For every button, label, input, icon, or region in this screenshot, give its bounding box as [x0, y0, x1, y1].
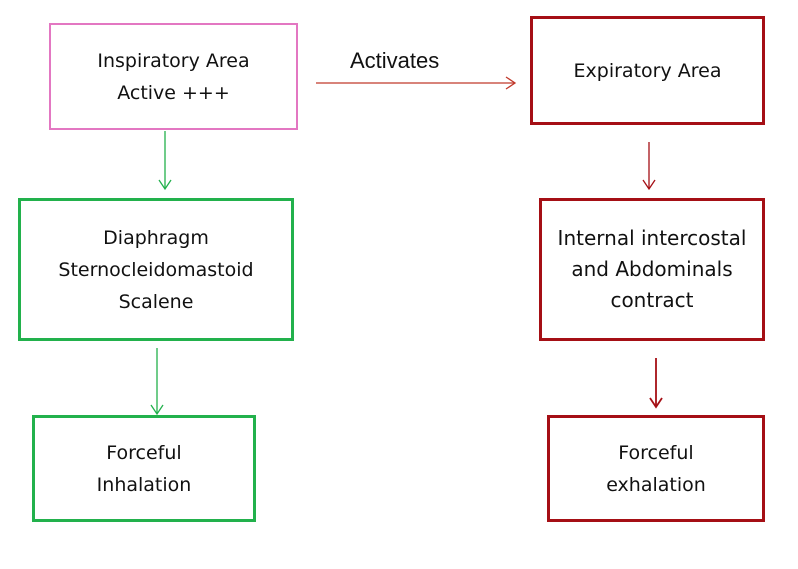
arrow-inspiratory-to-muscles: [158, 131, 172, 191]
arrow-expiratory-to-internal: [642, 142, 656, 191]
box-line: Forceful: [106, 441, 182, 464]
box-line: Sternocleidomastoid: [58, 258, 254, 281]
box-line: contract: [610, 288, 694, 312]
arrow-internal-to-exhalation: [649, 358, 663, 409]
box-line: Forceful: [618, 441, 694, 464]
box-line: Expiratory Area: [573, 59, 722, 82]
box-line: exhalation: [606, 473, 706, 496]
box-line: Scalene: [118, 290, 194, 313]
box-line: Inhalation: [96, 473, 192, 496]
activates-label: Activates: [350, 48, 440, 73]
box-line: Diaphragm: [103, 226, 209, 249]
box-line: Internal intercostal: [557, 226, 747, 250]
box-line: Active +++: [117, 81, 230, 104]
arrow-activates: [316, 76, 517, 90]
expiratory-muscles-box: Internal intercostal and Abdominals cont…: [539, 198, 765, 341]
box-line: Inspiratory Area: [97, 49, 250, 72]
forceful-inhalation-box: Forceful Inhalation: [32, 415, 256, 522]
inspiratory-area-box: Inspiratory Area Active +++: [49, 23, 298, 130]
arrow-muscles-to-inhalation: [150, 348, 164, 416]
expiratory-area-box: Expiratory Area: [530, 16, 765, 125]
inspiratory-muscles-box: Diaphragm Sternocleidomastoid Scalene: [18, 198, 294, 341]
box-line: and Abdominals: [571, 257, 733, 281]
forceful-exhalation-box: Forceful exhalation: [547, 415, 765, 522]
